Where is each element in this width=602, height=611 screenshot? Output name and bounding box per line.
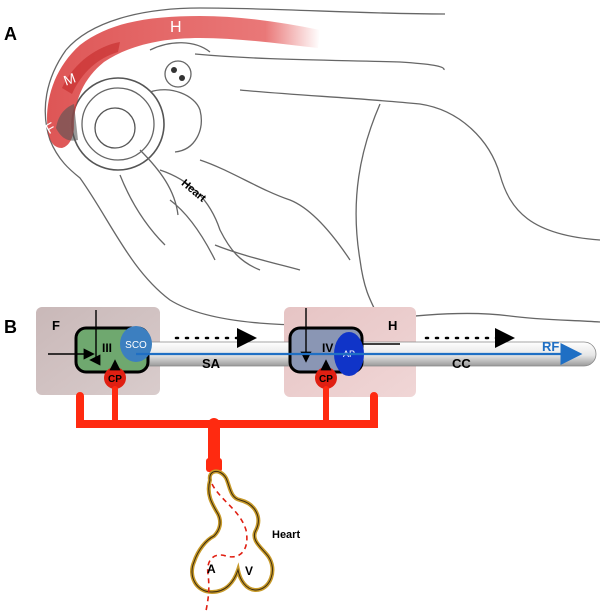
cp-right-label: CP xyxy=(319,374,333,385)
input-arrow-vertical-left xyxy=(89,310,101,366)
vessel-outflow xyxy=(206,458,222,472)
vascular-tree xyxy=(76,386,378,472)
cp-right xyxy=(315,367,337,389)
neural-tube-highlight xyxy=(47,16,321,148)
cc-label: CC xyxy=(452,356,471,371)
sco-label: SCO xyxy=(125,340,147,351)
sa-label: SA xyxy=(202,356,221,371)
region-m-label: M xyxy=(61,70,77,89)
panel-a-label: A xyxy=(4,24,17,44)
heart-label-b: Heart xyxy=(272,529,300,541)
heart-drawing xyxy=(190,469,275,611)
panel-b-label: B xyxy=(4,317,17,337)
zebrafish-embryo-drawing xyxy=(44,7,601,326)
rf-label: RF xyxy=(542,339,559,354)
cp-left xyxy=(104,367,126,389)
region-h-label: H xyxy=(170,19,182,36)
ventricle-4-label: IV xyxy=(322,341,333,355)
ventricle-label: V xyxy=(245,564,253,578)
hindbrain-label: H xyxy=(388,318,397,333)
forebrain-label: F xyxy=(52,318,60,333)
ventricle-3-label: III xyxy=(102,341,112,355)
cp-left-label: CP xyxy=(108,374,122,385)
atrium-label: A xyxy=(207,562,216,576)
forebrain-shadow xyxy=(56,104,78,141)
midbrain-shadow xyxy=(62,42,120,94)
